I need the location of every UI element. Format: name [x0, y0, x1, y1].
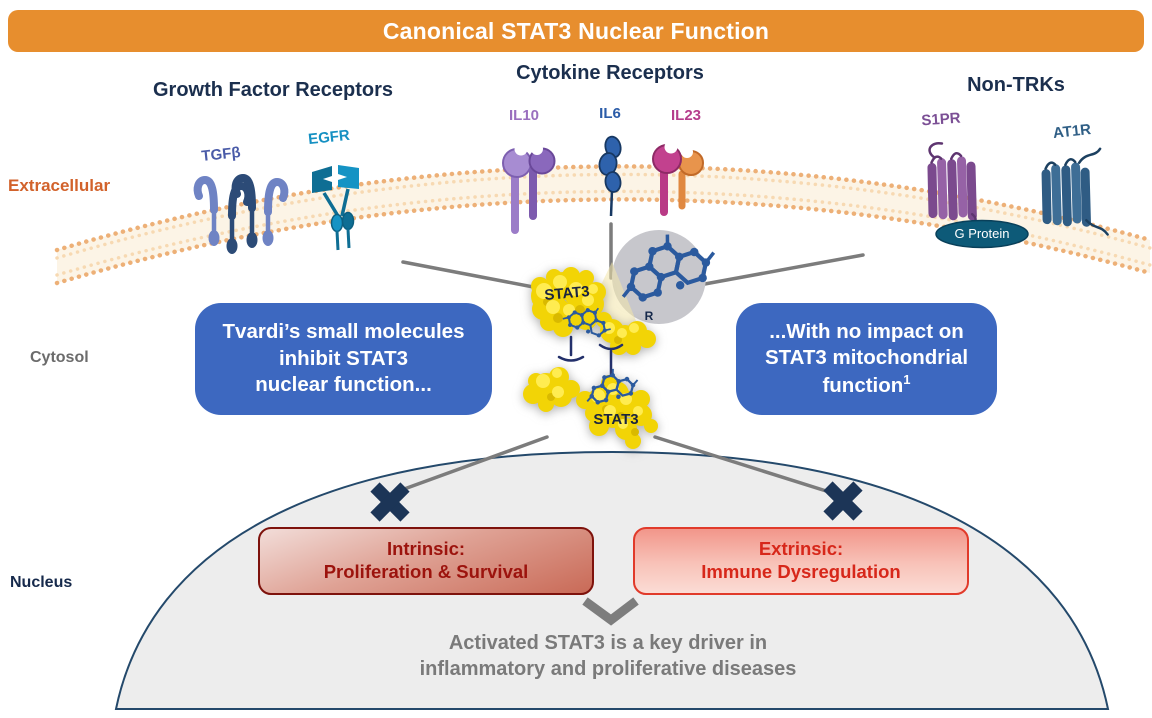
stat3-complex-bottom	[523, 363, 658, 449]
molecule-r-group-label: R	[644, 309, 654, 323]
il23-receptor-icon	[652, 140, 704, 216]
callout-line: STAT3 mitochondrial	[764, 346, 969, 370]
footer-statement-line1: Activated STAT3 is a key driver in	[448, 632, 768, 654]
intrinsic-outcome-box: Intrinsic: Proliferation & Survival	[258, 527, 594, 595]
callout-no-mito-impact: ...With no impact on STAT3 mitochondrial…	[736, 303, 997, 415]
receptor-label-il10: IL10	[508, 107, 540, 124]
extrinsic-outcome-box: Extrinsic: Immune Dysregulation	[633, 527, 969, 595]
receptor-label-il23: IL23	[670, 107, 702, 124]
region-label-nucleus: Nucleus	[10, 574, 73, 591]
group-label-non-trk: Non-TRKs	[967, 74, 1065, 96]
blocked-signal-lines	[394, 435, 844, 498]
tgfb-receptor-icon	[193, 173, 289, 254]
g-protein-ellipse	[935, 219, 1029, 249]
footer-statement-line2: inflammatory and proliferative diseases	[419, 658, 797, 680]
callout-inhibit-nuclear: Tvardi’s small molecules inhibit STAT3 n…	[195, 303, 492, 415]
region-label-extracellular: Extracellular	[8, 176, 111, 195]
g-protein-label: G Protein	[954, 226, 1010, 241]
stat3-label-bottom: STAT3	[593, 411, 639, 428]
receptor-label-il6: IL6	[599, 105, 621, 122]
extrinsic-line2: Immune Dysregulation	[701, 561, 901, 582]
receptor-label-s1pr: S1PR	[920, 109, 962, 130]
group-label-growth-factor: Growth Factor Receptors	[152, 79, 394, 101]
callout-line: Tvardi’s small molecules	[222, 320, 465, 344]
callout-line: nuclear function...	[255, 373, 432, 397]
group-label-cytokine: Cytokine Receptors	[516, 62, 704, 84]
callout-line: ...With no impact on	[769, 319, 964, 343]
block-x-icon	[823, 481, 863, 521]
extrinsic-line1: Extrinsic:	[758, 538, 844, 560]
callout-line: inhibit STAT3	[278, 346, 409, 370]
footnote-superscript: 1	[903, 371, 911, 387]
block-x-icon	[370, 482, 410, 522]
intrinsic-line1: Intrinsic:	[386, 538, 466, 560]
region-label-cytosol: Cytosol	[30, 349, 89, 366]
page-title: Canonical STAT3 Nuclear Function	[382, 17, 770, 44]
s1pr-receptor-icon	[927, 141, 977, 235]
intrinsic-line2: Proliferation & Survival	[323, 561, 529, 582]
nucleus-shape	[114, 450, 1110, 710]
callout-line: function1	[822, 372, 910, 399]
at1r-receptor-icon	[1041, 147, 1109, 236]
il6-receptor-icon	[598, 135, 622, 217]
egfr-receptor-icon	[312, 165, 359, 251]
chevron-down-icon	[582, 597, 639, 626]
stat3-complex-top	[531, 267, 656, 355]
title-banner: Canonical STAT3 Nuclear Function	[8, 10, 1144, 52]
callout-line-text: function	[822, 373, 904, 397]
il10-receptor-icon	[502, 142, 556, 234]
